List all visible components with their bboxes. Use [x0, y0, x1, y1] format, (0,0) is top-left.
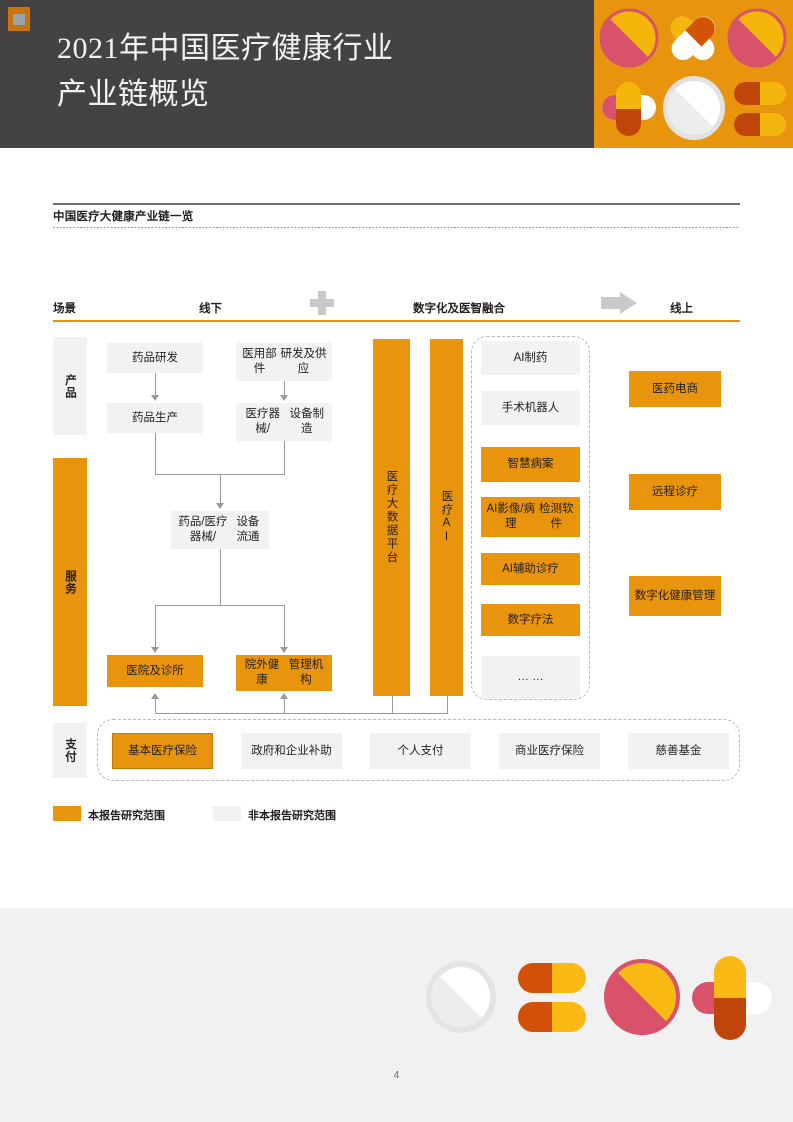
ai-item-2[interactable]: 手术机器人	[481, 391, 580, 425]
payment-group	[97, 719, 740, 781]
row-label-product: 产品	[53, 337, 87, 435]
connector-partsrd-devicemfg	[283, 381, 285, 395]
node-device-mfg[interactable]: 医疗器械/设备制造	[236, 403, 332, 441]
document-chip-icon	[8, 7, 30, 31]
connector-devicemfg-down	[283, 441, 285, 475]
ai-application-group	[471, 336, 590, 700]
payment-item-3[interactable]: 个人支付	[370, 733, 471, 769]
chip-pins	[13, 10, 25, 13]
node-device-parts-rd[interactable]: 医用部件研发及供应	[236, 343, 332, 381]
payment-item-5[interactable]: 慈善基金	[628, 733, 729, 769]
node-hospital[interactable]: 医院及诊所	[107, 655, 203, 687]
column-header-scenario: 场景	[53, 303, 76, 315]
online-item-3[interactable]: 数字化健康管理	[629, 576, 721, 616]
column-header-offline: 线下	[199, 303, 222, 315]
connector-bus-ai	[446, 695, 448, 714]
node-drug-mfg[interactable]: 药品生产	[107, 403, 203, 433]
legend-label-in-scope: 本报告研究范围	[88, 810, 165, 822]
connector-bus-to-outpatient	[283, 699, 285, 714]
connector-to-hospital	[154, 605, 156, 647]
connector-split-horizontal	[154, 605, 285, 607]
page-number: 4	[393, 1070, 400, 1081]
payment-item-4[interactable]: 商业医疗保险	[499, 733, 600, 769]
arrowhead-outpatient	[279, 647, 288, 653]
ai-item-5[interactable]: AI辅助诊疗	[481, 553, 580, 585]
connector-bus-to-hospital	[154, 699, 156, 714]
connector-drugmfg-down	[154, 433, 156, 475]
ai-item-4[interactable]: AI影像/病理检测软件	[481, 497, 580, 537]
arrowhead-up-hospital	[150, 693, 159, 699]
footer-decorative-pills	[426, 956, 772, 1040]
node-distribution[interactable]: 药品/医疗器械/设备流通	[171, 511, 269, 549]
ai-item-1[interactable]: AI制药	[481, 341, 580, 375]
section-rule-dotted	[53, 227, 740, 228]
bar-big-data-platform-label: 医疗大数据平台	[385, 470, 398, 565]
chip-body	[13, 14, 25, 25]
plus-icon	[310, 291, 334, 315]
node-drug-rd[interactable]: 药品研发	[107, 343, 203, 373]
online-item-2[interactable]: 远程诊疗	[629, 474, 721, 510]
connector-digital-bus	[154, 713, 347, 715]
payment-item-1[interactable]: 基本医疗保险	[112, 733, 213, 769]
online-item-1[interactable]: 医药电商	[629, 371, 721, 407]
node-outpatient-org[interactable]: 院外健康管理机构	[236, 655, 332, 691]
section-rule-top	[53, 203, 740, 205]
section-title: 中国医疗大健康产业链一览	[53, 211, 194, 223]
connector-to-outpatient	[283, 605, 285, 647]
ai-item-3[interactable]: 智慧病案	[481, 447, 580, 482]
column-header-underline	[53, 320, 740, 322]
right-arrow-icon	[601, 292, 637, 314]
arrowhead-drugmfg	[150, 395, 159, 401]
row-label-service: 服务	[53, 458, 87, 706]
arrowhead-up-outpatient	[279, 693, 288, 699]
legend-swatch-out-scope	[213, 806, 241, 821]
column-header-online: 线上	[670, 303, 693, 315]
page-title: 2021年中国医疗健康行业 产业链概览	[57, 26, 577, 118]
footer-band	[0, 908, 793, 1122]
bar-medical-ai[interactable]: 医疗AI	[430, 339, 463, 696]
bar-medical-ai-label: 医疗AI	[440, 490, 453, 545]
arrowhead-devicemfg	[279, 395, 288, 401]
header-pill-svg	[599, 8, 787, 140]
column-header-digital: 数字化及医智融合	[413, 303, 505, 315]
connector-merge-down	[219, 474, 221, 503]
connector-distribution-down	[219, 549, 221, 606]
legend-swatch-in-scope	[53, 806, 81, 821]
page-title-line2: 产业链概览	[57, 78, 210, 111]
connector-bus-bigdata	[391, 695, 393, 714]
connector-drugrd-drugmfg	[154, 373, 156, 395]
header-decorative-pills	[594, 0, 793, 148]
arrowhead-hospital	[150, 647, 159, 653]
ai-item-7[interactable]: … …	[481, 656, 580, 698]
arrowhead-distribution	[215, 503, 224, 509]
page-title-line1: 2021年中国医疗健康行业	[57, 32, 394, 65]
payment-item-2[interactable]: 政府和企业补助	[241, 733, 342, 769]
ai-item-6[interactable]: 数字疗法	[481, 604, 580, 636]
bar-big-data-platform[interactable]: 医疗大数据平台	[373, 339, 410, 696]
legend-label-out-scope: 非本报告研究范围	[248, 810, 336, 822]
row-label-payment: 支付	[53, 723, 87, 778]
connector-bus-extend	[283, 713, 447, 715]
